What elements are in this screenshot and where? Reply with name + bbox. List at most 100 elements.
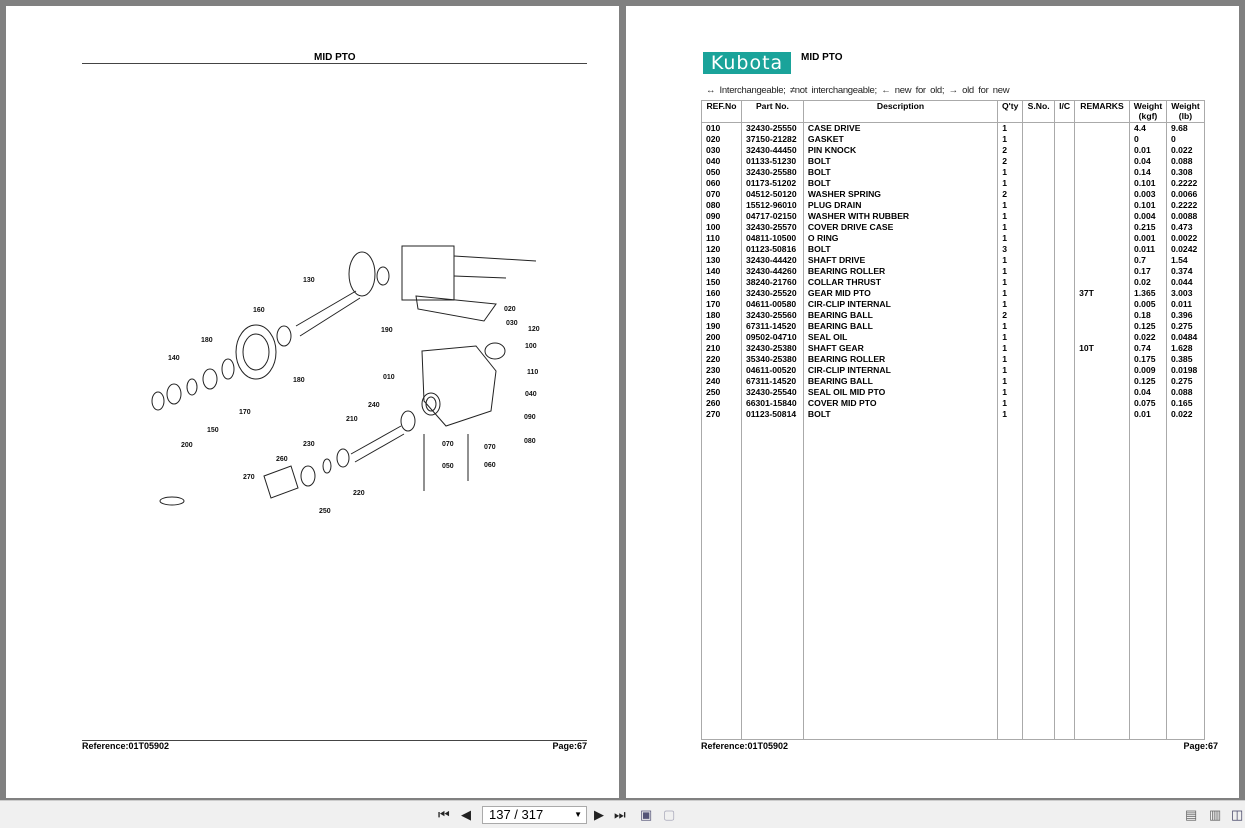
callout-label: 240 (368, 402, 380, 409)
table-cell: 040 (701, 156, 742, 167)
callout-label: 250 (319, 508, 331, 515)
callout-label: 040 (525, 391, 537, 398)
page-number-input[interactable]: 137 / 317▼ (482, 806, 587, 824)
table-cell: 67311-14520 (740, 321, 804, 332)
table-cell (1054, 354, 1076, 365)
prev-page-icon[interactable]: ◀ (461, 807, 471, 822)
table-cell (1022, 167, 1056, 178)
table-cell: 15512-96010 (740, 200, 804, 211)
table-cell: 0.175 (1129, 354, 1167, 365)
callout-label: 120 (528, 326, 540, 333)
callout-label: 060 (484, 462, 496, 469)
table-cell: 32430-44420 (740, 255, 804, 266)
gear-190 (348, 251, 376, 297)
table-cell: 1 (997, 376, 1024, 387)
table-cell (1022, 387, 1056, 398)
table-cell: WASHER SPRING (802, 189, 999, 200)
table-cell: 210 (701, 343, 742, 354)
table-cell: 200 (701, 332, 742, 343)
two-page-view-icon[interactable]: ◫ (1231, 807, 1244, 822)
table-cell: 140 (701, 266, 742, 277)
table-cell (1074, 167, 1130, 178)
table-cell: 67311-14520 (740, 376, 804, 387)
table-cell (1054, 189, 1076, 200)
table-cell (1074, 244, 1130, 255)
table-cell: 0.2222 (1165, 200, 1206, 211)
table-cell: 37150-21282 (740, 134, 804, 145)
table-cell: BEARING BALL (802, 321, 999, 332)
table-cell: 32430-25580 (740, 167, 804, 178)
table-cell: 1 (997, 277, 1024, 288)
first-page-icon[interactable]: ⏮ (438, 807, 450, 822)
table-cell: 2 (997, 189, 1024, 200)
table-cell (1074, 398, 1130, 409)
table-cell: 0.0242 (1165, 244, 1206, 255)
table-cell: 130 (701, 255, 742, 266)
table-cell: 170 (701, 299, 742, 310)
table-cell: 0.275 (1165, 376, 1206, 387)
callout-label: 090 (524, 414, 536, 421)
table-cell: BOLT (802, 156, 999, 167)
table-cell: 32430-44450 (740, 145, 804, 156)
viewer-toolbar: ⏮ ◀ 137 / 317▼ ▶ ⏭ ▣ ▢ ▤ ▥ ◫ (0, 800, 1245, 828)
table-cell: 0.125 (1129, 321, 1167, 332)
table-cell: 4.4 (1129, 122, 1167, 134)
table-cell: 3.003 (1165, 288, 1206, 299)
table-cell: 01173-51202 (740, 178, 804, 189)
callout-label: 170 (239, 409, 251, 416)
column-header: I/C (1054, 100, 1076, 123)
table-cell: 1 (997, 134, 1024, 145)
table-cell: 020 (701, 134, 742, 145)
table-cell (1054, 343, 1076, 354)
next-page-icon[interactable]: ▶ (594, 807, 604, 822)
callout-label: 010 (383, 374, 395, 381)
table-cell: 0.374 (1165, 266, 1206, 277)
table-cell: 0.385 (1165, 354, 1206, 365)
table-cell: 230 (701, 365, 742, 376)
table-cell: CIR-CLIP INTERNAL (802, 299, 999, 310)
table-cell: 0.14 (1129, 167, 1167, 178)
table-cell (1074, 387, 1130, 398)
table-cell (1054, 332, 1076, 343)
table-cell (1074, 233, 1130, 244)
table-cell: 180 (701, 310, 742, 321)
table-cell (1074, 332, 1130, 343)
table-cell: 38240-21760 (740, 277, 804, 288)
table-cell (1074, 354, 1130, 365)
single-page-view-icon[interactable]: ▤ (1185, 807, 1198, 822)
chevron-down-icon[interactable]: ▼ (574, 810, 582, 819)
continuous-view-icon[interactable]: ▥ (1209, 807, 1222, 822)
left-page: MID PTO (6, 6, 619, 798)
table-cell: 0.044 (1165, 277, 1206, 288)
table-cell: 35340-25380 (740, 354, 804, 365)
table-cell (1074, 277, 1130, 288)
column-header: Description (802, 100, 999, 123)
table-cell: 0.215 (1129, 222, 1167, 233)
table-cell (1054, 387, 1076, 398)
table-cell: 0.0484 (1165, 332, 1206, 343)
table-cell (1054, 233, 1076, 244)
table-cell (1022, 244, 1056, 255)
column-header: REF.No (701, 100, 742, 123)
table-cell: 1 (997, 255, 1024, 266)
table-cell: 1 (997, 409, 1024, 420)
table-cell: 070 (701, 189, 742, 200)
callout-label: 160 (253, 307, 265, 314)
table-cell: 0.022 (1165, 145, 1206, 156)
fit-width-icon[interactable]: ▢ (663, 807, 676, 822)
table-cell (1054, 156, 1076, 167)
table-cell: 3 (997, 244, 1024, 255)
page-number: Page:67 (552, 741, 587, 751)
table-cell: 10T (1074, 343, 1130, 354)
table-cell: 1 (997, 178, 1024, 189)
table-cell (1054, 178, 1076, 189)
table-cell: 0.74 (1129, 343, 1167, 354)
fit-page-icon[interactable]: ▣ (640, 807, 653, 822)
last-page-icon[interactable]: ⏭ (614, 807, 626, 822)
table-cell: 04611-00580 (740, 299, 804, 310)
table-cell: 04512-50120 (740, 189, 804, 200)
